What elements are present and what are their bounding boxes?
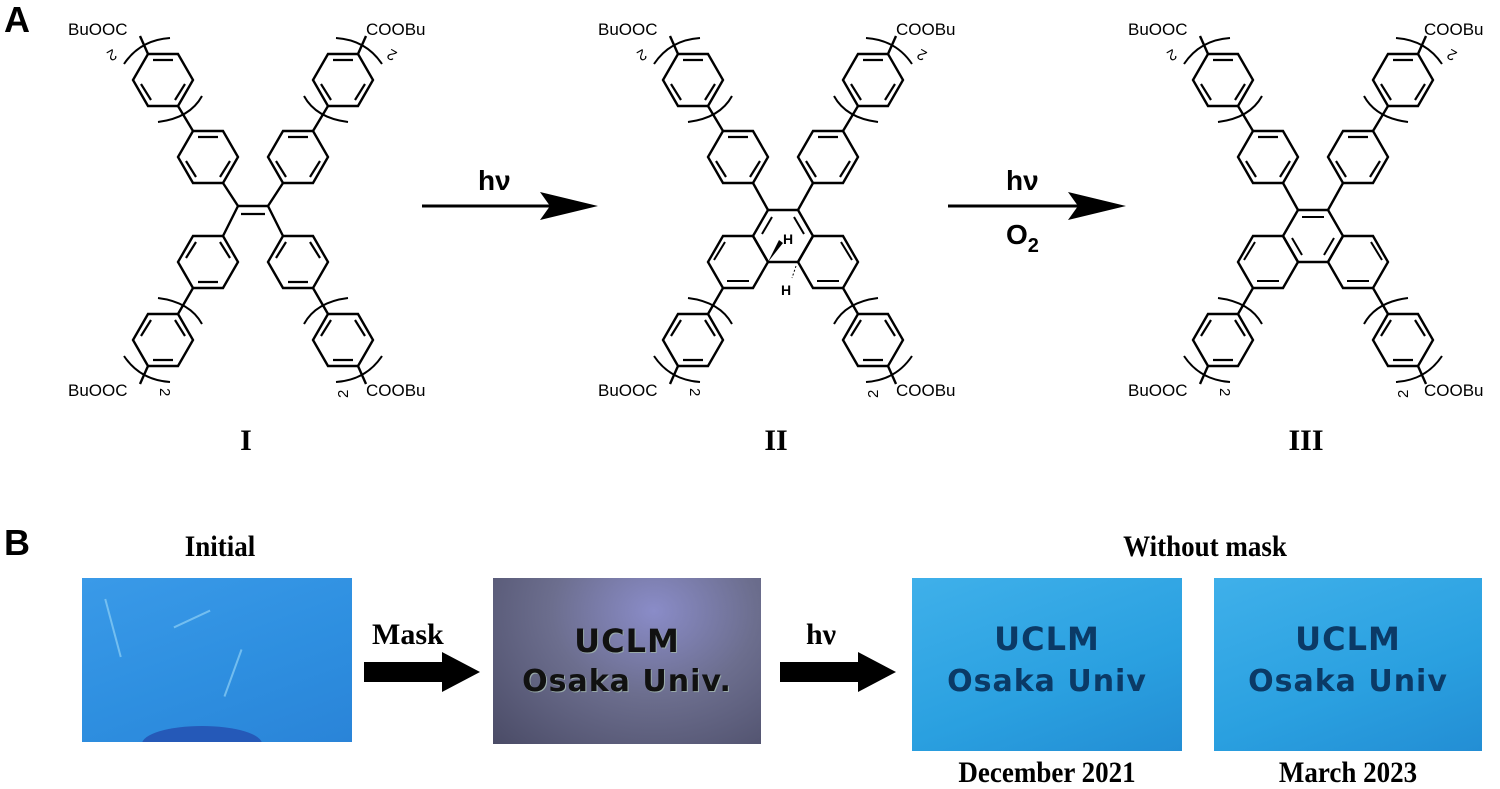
photo-text-line2: Osaka Univ [1248, 664, 1448, 699]
compound-label-iii: III [1288, 424, 1324, 457]
arrow-label-hv: hν [806, 618, 837, 651]
svg-text:O2: O2 [1006, 219, 1039, 257]
repeat-subscript: 2 [104, 45, 120, 64]
repeat-subscript: 2 [1216, 388, 1233, 396]
substituent-label: COOBu [366, 381, 426, 400]
substituent-label: COOBu [1424, 20, 1484, 39]
substituent-label: BuOOC [1128, 381, 1188, 400]
arrow-label-oxygen-subscript: 2 [1028, 235, 1039, 257]
substituent-label: COOBu [896, 381, 956, 400]
repeat-subscript: 2 [634, 45, 650, 64]
photo-text-line2: Osaka Univ [947, 664, 1147, 699]
repeat-subscript: 2 [1164, 45, 1180, 64]
photo-masked: UCLM Osaka Univ. [493, 578, 761, 744]
repeat-subscript: 2 [1395, 390, 1412, 398]
substituent-label: BuOOC [68, 20, 128, 39]
substituent-label: BuOOC [598, 381, 658, 400]
substituent-label: COOBu [1424, 381, 1484, 400]
arrow-label-mask: Mask [372, 618, 444, 651]
compound-label-ii: II [764, 424, 788, 457]
repeat-subscript: 2 [686, 388, 703, 396]
arrowhead-icon [1068, 192, 1126, 220]
repeat-subscript: 2 [335, 390, 352, 398]
arrow-icon [780, 652, 896, 692]
reaction-arrow-1: hν [422, 165, 598, 220]
photo-december-2021: UCLM Osaka Univ [912, 578, 1182, 751]
repeat-subscript: 2 [865, 390, 882, 398]
arrowhead-icon [540, 192, 598, 220]
repeat-subscript: 2 [384, 45, 400, 64]
substituent-label: COOBu [896, 20, 956, 39]
substituent-label: COOBu [366, 20, 426, 39]
photo-text-line1: UCLM [1295, 620, 1401, 658]
panel-a-label: A [4, 0, 30, 40]
caption-december-2021: December 2021 [958, 756, 1136, 789]
photo-text-line1: UCLM [994, 620, 1100, 658]
photo-text-line1: UCLM [574, 622, 680, 660]
compound-iii-structure [1183, 35, 1443, 385]
repeat-subscript: 2 [1444, 45, 1460, 64]
repeat-subscript: 2 [914, 45, 930, 64]
caption-march-2023: March 2023 [1278, 756, 1418, 789]
arrow-label-oxygen: O [1006, 219, 1028, 250]
arrow-icon [364, 652, 480, 692]
repeat-subscript: 2 [156, 388, 173, 396]
photo-text-line2: Osaka Univ. [522, 664, 732, 699]
compound-ii-structure: H H [653, 35, 913, 385]
hydrogen-label-bottom: H [781, 282, 791, 298]
arrow-label-hv: hν [1006, 165, 1039, 196]
arrow-label-hv: hν [478, 165, 511, 196]
title-without-mask: Without mask [1123, 530, 1287, 563]
title-initial: Initial [184, 530, 256, 563]
panel-b-label: B [4, 522, 30, 563]
compound-i-structure [123, 35, 383, 385]
substituent-label: BuOOC [68, 381, 128, 400]
reaction-arrow-2: hν O2 [948, 165, 1126, 257]
photo-march-2023: UCLM Osaka Univ [1214, 578, 1482, 751]
reaction-scheme: H H [68, 20, 1484, 400]
compound-label-i: I [240, 424, 252, 457]
substituent-label: BuOOC [598, 20, 658, 39]
hydrogen-label-top: H [783, 231, 793, 247]
photo-initial [82, 578, 352, 742]
substituent-label: BuOOC [1128, 20, 1188, 39]
